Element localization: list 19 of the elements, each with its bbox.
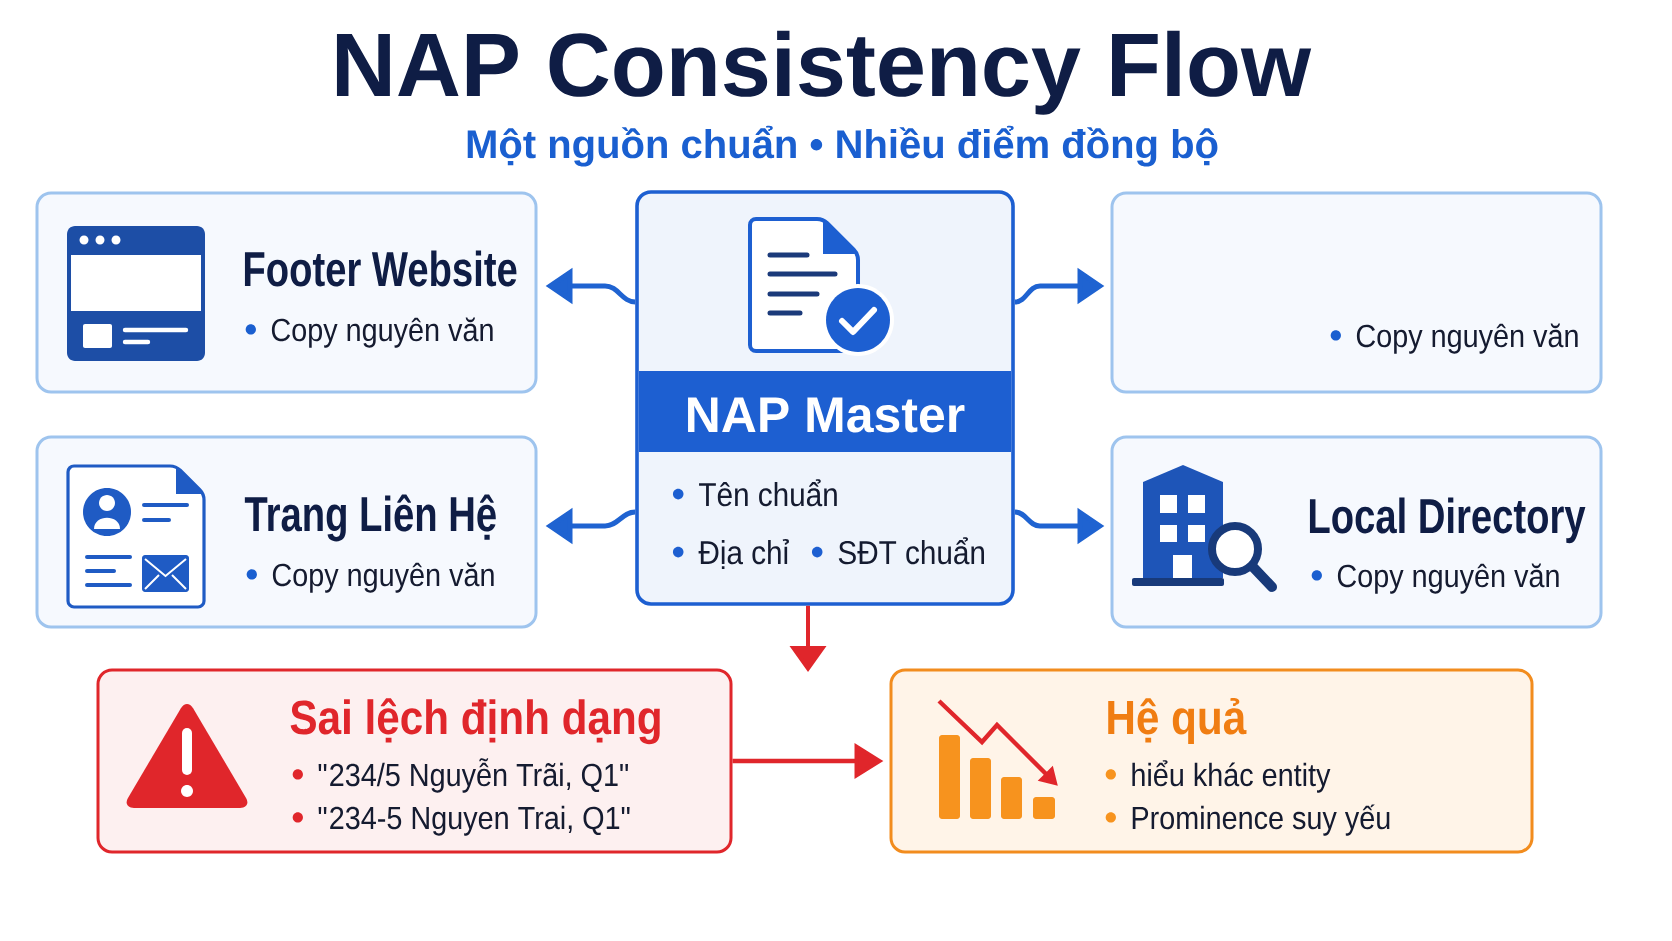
list-item: "234-5 Nguyen Trai, Q1" <box>318 805 630 836</box>
list-item: Copy nguyên văn <box>1337 563 1559 594</box>
list-item: SĐT chuẩn <box>838 537 984 565</box>
list-item: Copy nguyên văn <box>1356 323 1578 354</box>
box-heading: Local Directory <box>1309 497 1586 544</box>
subtitle: Một nguồn chuẩn • Nhiều điểm đồng bộ <box>467 125 1218 167</box>
title: NAP Consistency Flow <box>336 30 1312 115</box>
box-heading: Trang Liên Hệ <box>244 494 496 542</box>
list-item: Copy nguyên văn <box>272 562 494 593</box>
header-band: NAP Master <box>639 371 1011 452</box>
list-item: "234/5 Nguyễn Trãi, Q1" <box>318 758 628 793</box>
list-item: Prominence suy yếu <box>1132 804 1390 836</box>
list-item: Địa chỉ <box>698 539 789 569</box>
box-heading: Footer Website <box>244 250 517 287</box>
box-heading: Sai lệch định dạng <box>290 698 660 745</box>
list-item: Tên chuẩn <box>699 479 837 507</box>
list-item: Copy nguyên văn <box>271 317 493 348</box>
list-item: hiểu khác entity <box>1132 760 1331 793</box>
box-heading: Hệ quả <box>1108 698 1247 744</box>
